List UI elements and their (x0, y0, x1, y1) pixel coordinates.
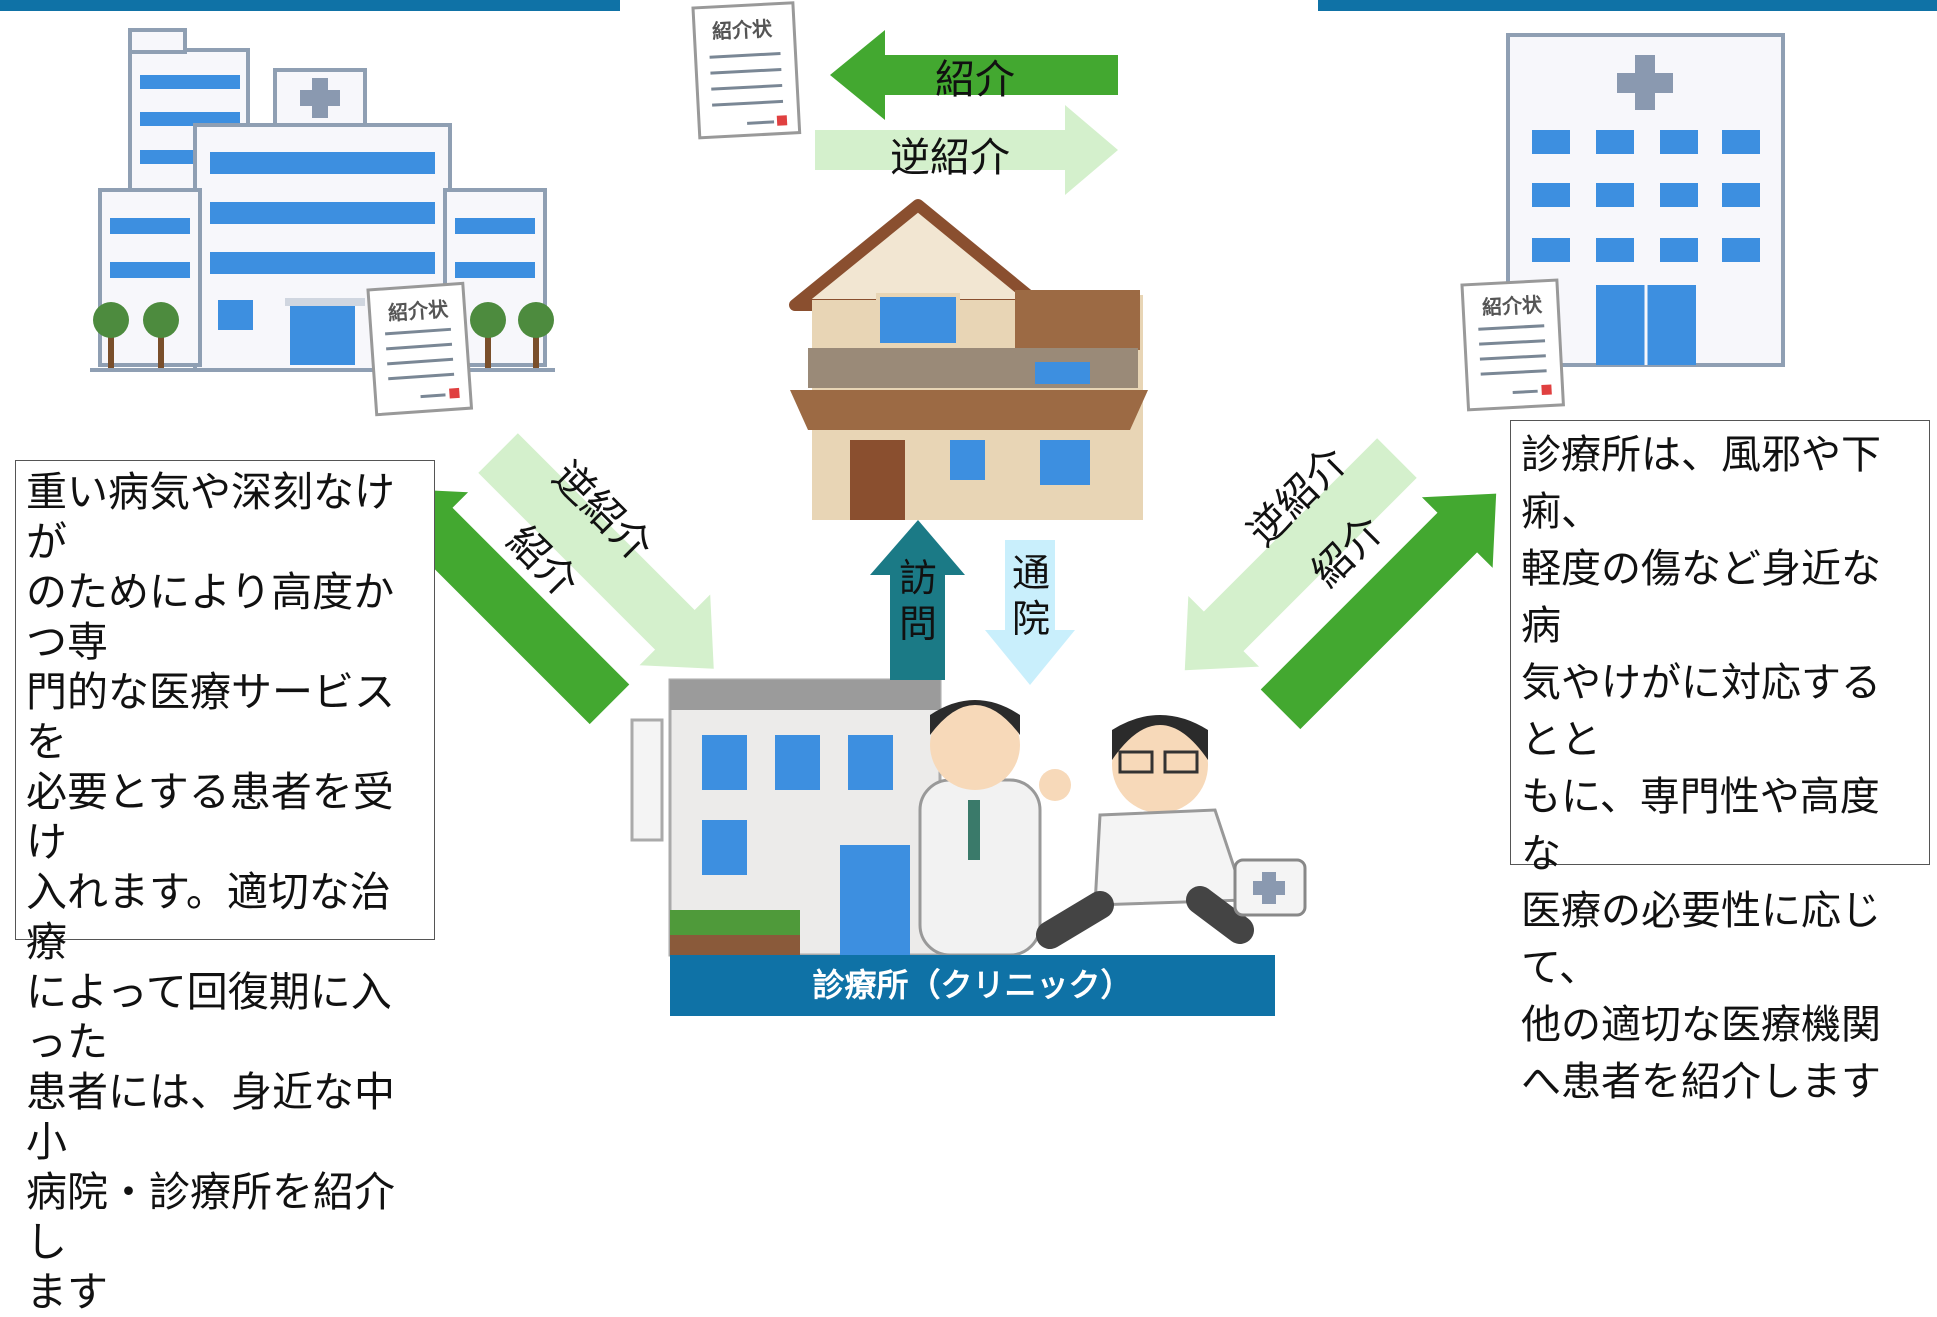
clinic-description: 診療所は、風邪や下痢、 軽度の傷など身近な病 気やけがに対応するとと もに、専門… (1510, 420, 1930, 1105)
right-header-bar (1318, 0, 1937, 11)
home-illustration (789, 199, 1148, 520)
left-header-bar (0, 0, 620, 11)
diagram-canvas (90, 1, 1785, 957)
referral-letter-left (366, 281, 474, 417)
outpatient-arrow (985, 540, 1075, 685)
right-reverse-referral-arrow (1184, 438, 1417, 671)
outpatient-label: 通 院 (1011, 551, 1050, 641)
clinic-illustration (630, 678, 942, 957)
doctor-standing-illustration (918, 700, 1042, 957)
top-referral-arrow (830, 30, 1118, 120)
visit-label: 訪 問 (898, 556, 937, 646)
doctor-running-illustration (1036, 715, 1307, 949)
top-reverse-referral-arrow (815, 105, 1118, 195)
top-reverse-referral-label: 逆紹介 (890, 135, 1010, 181)
referral-letter-top-title: 紹介状 (711, 16, 773, 44)
referral-letter-top (691, 1, 802, 140)
referral-letter-right (1460, 278, 1565, 412)
referral-letter-left-title: 紹介状 (387, 296, 449, 326)
left-reverse-referral-arrow (478, 433, 714, 669)
clinic-caption: 診療所（クリニック） (670, 955, 1275, 1016)
right-referral-arrow (1260, 493, 1497, 730)
referral-letter-right-title: 紹介状 (1481, 292, 1543, 320)
top-referral-label: 紹介 (935, 57, 1015, 103)
left-referral-arrow (393, 488, 630, 725)
large-hospital-illustration (90, 28, 555, 372)
large-hospital-description: 重い病気や深刻なけが のためにより高度かつ専 門的な医療サービスを 必要とする患… (15, 460, 435, 1316)
visit-arrow (870, 520, 965, 680)
